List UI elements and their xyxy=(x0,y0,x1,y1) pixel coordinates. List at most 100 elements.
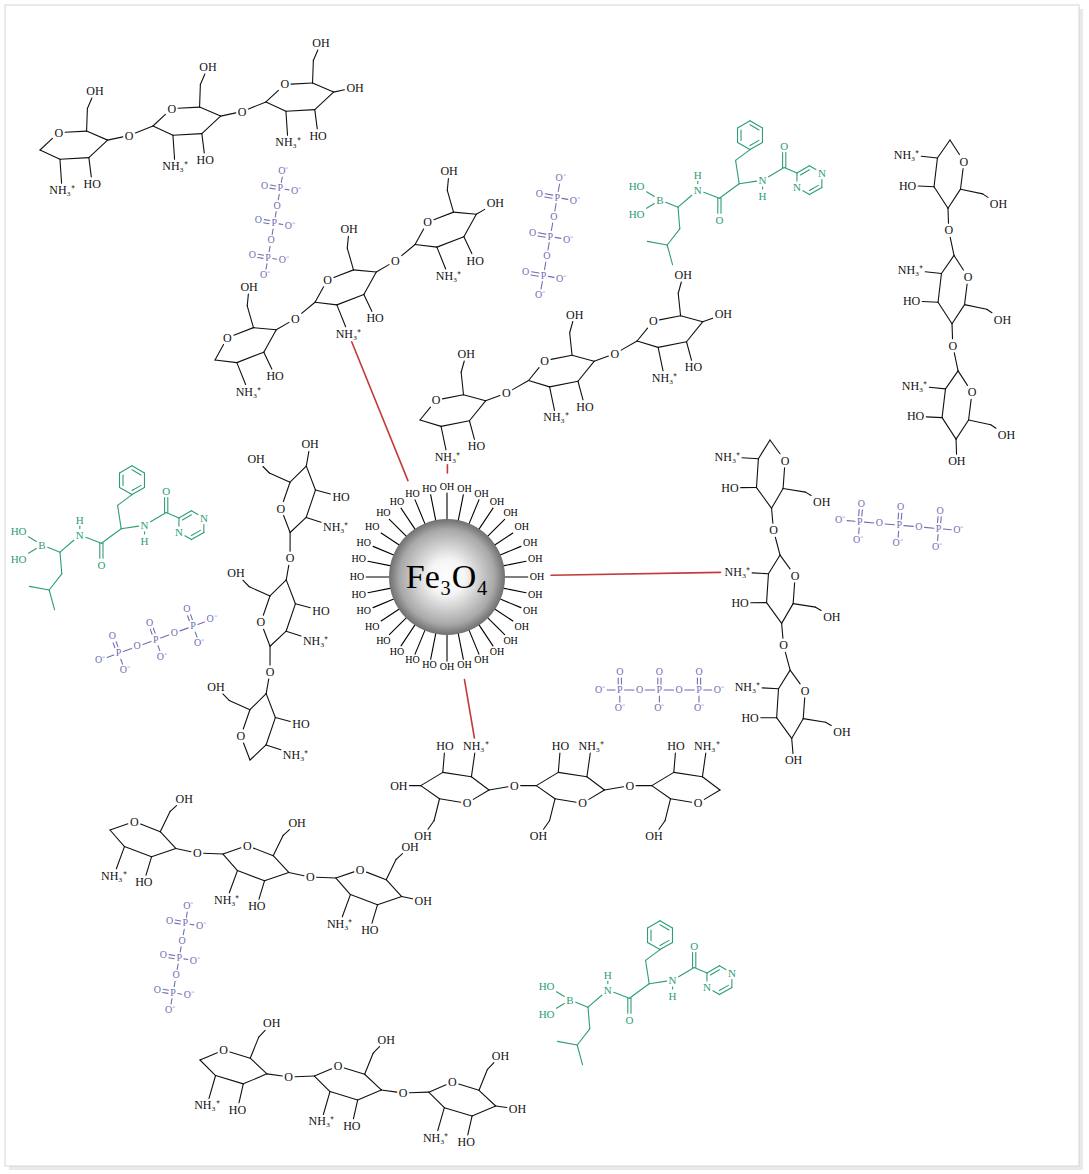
bond-line xyxy=(717,198,718,213)
atom-label: O xyxy=(529,228,536,238)
bond-line xyxy=(541,282,542,289)
bond-line xyxy=(858,528,860,534)
bond-line xyxy=(965,305,987,310)
atom-label: O xyxy=(277,503,286,515)
bond-line xyxy=(447,178,448,190)
bond-line xyxy=(904,525,913,527)
atom-label: O⁻ xyxy=(165,1005,175,1015)
bond-line xyxy=(119,473,120,487)
atom-label: O xyxy=(463,797,472,809)
bond-line xyxy=(110,830,124,847)
bond-line xyxy=(151,513,167,522)
bond-line xyxy=(479,1069,488,1090)
atom-label: P xyxy=(116,648,122,658)
bond-line xyxy=(200,1060,216,1076)
surface-bond xyxy=(373,599,394,608)
bond-line xyxy=(551,355,572,359)
atom-label: HO xyxy=(135,876,152,888)
atom-label: OH xyxy=(948,455,965,467)
atom-label: OH xyxy=(645,830,662,842)
bond-line xyxy=(578,361,594,381)
bond-line xyxy=(531,275,538,276)
bond-line xyxy=(29,586,49,590)
atom-label: NH₃⁺ xyxy=(902,380,928,392)
atom-label: O xyxy=(781,455,790,467)
atom-label: HO xyxy=(11,525,27,536)
bond-line xyxy=(278,194,280,199)
bond-line xyxy=(937,535,939,541)
bond-line xyxy=(135,126,152,133)
bond-line xyxy=(381,1090,396,1092)
bond-line xyxy=(658,342,686,348)
bond-line xyxy=(694,968,707,973)
bond-line xyxy=(557,992,565,997)
bond-line xyxy=(700,678,701,684)
atom-label: HO xyxy=(376,508,390,518)
atom-label: O xyxy=(160,950,167,960)
atom-label: O xyxy=(391,255,400,267)
atom-label: HO xyxy=(405,655,419,665)
atom-label: O xyxy=(715,214,723,225)
bond-line xyxy=(48,547,60,552)
bond-line xyxy=(409,1092,428,1094)
bond-line xyxy=(144,473,145,487)
atom-label: H xyxy=(694,169,702,180)
bond-line xyxy=(459,1084,479,1090)
atom-label: O⁻ xyxy=(853,535,863,545)
bond-line xyxy=(898,531,900,537)
bond-line xyxy=(941,255,954,273)
bond-line xyxy=(365,1074,382,1090)
bond-line xyxy=(657,678,658,684)
bond-line xyxy=(486,396,500,401)
atom-label: O xyxy=(130,816,139,828)
bond-line xyxy=(89,158,91,177)
bond-line xyxy=(698,696,699,702)
atom-label: NH₃⁺ xyxy=(101,870,127,882)
surface-bond xyxy=(401,624,415,645)
atom-label: HO xyxy=(361,924,378,936)
bond-line xyxy=(576,1002,588,1007)
atom-label: H xyxy=(759,190,767,201)
bond-line xyxy=(223,848,241,854)
bond-line xyxy=(555,204,556,211)
atom-label: OH xyxy=(528,590,542,600)
bond-line xyxy=(667,245,672,265)
atom-label: O xyxy=(267,235,274,245)
bond-line xyxy=(270,580,286,596)
bond-line xyxy=(180,628,188,631)
bond-line xyxy=(229,871,237,893)
bond-line xyxy=(658,347,663,370)
bond-line xyxy=(347,248,353,270)
surface-bond xyxy=(504,576,528,577)
atom-label: HO xyxy=(309,130,326,142)
bond-line xyxy=(290,517,306,532)
bond-line xyxy=(254,848,274,856)
bond-line xyxy=(315,302,337,305)
atom-label: O xyxy=(536,189,543,199)
atom-label: OH xyxy=(833,726,850,738)
link-line xyxy=(464,680,474,738)
bond-line xyxy=(983,194,988,197)
surface-bond xyxy=(368,561,391,566)
bond-line xyxy=(353,1100,357,1119)
bond-line xyxy=(660,921,672,928)
bond-line xyxy=(183,929,185,934)
atom-label: OH xyxy=(401,841,418,853)
bond-line xyxy=(186,912,188,917)
bond-line xyxy=(234,328,254,336)
bond-line xyxy=(259,1030,265,1037)
atom-label: OH xyxy=(813,496,830,508)
bond-line xyxy=(703,318,713,322)
bond-line xyxy=(767,574,769,603)
bond-line xyxy=(202,134,204,153)
bond-line xyxy=(929,387,945,389)
bond-line xyxy=(646,960,650,983)
bond-line xyxy=(243,1074,267,1084)
bond-line xyxy=(283,830,289,836)
bond-line xyxy=(116,847,124,869)
bond-line xyxy=(60,159,62,183)
bond-line xyxy=(144,532,145,534)
bond-line xyxy=(317,877,336,879)
bond-line xyxy=(60,158,89,160)
